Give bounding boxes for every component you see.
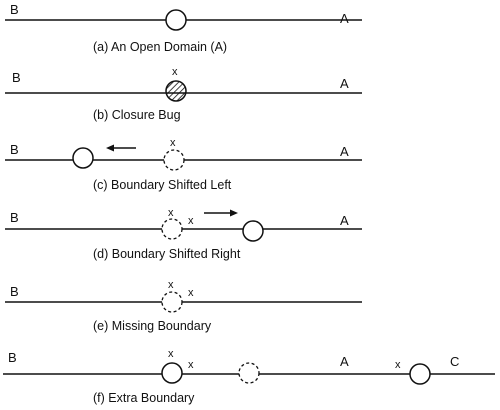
panel-f-extra-boundary-point xyxy=(409,363,431,385)
panel-b-right-label: A xyxy=(340,76,349,91)
panel-c-caption: (c) Boundary Shifted Left xyxy=(93,178,232,192)
panel-a-left-label: B xyxy=(10,2,19,17)
panel-c-original-boundary-point xyxy=(163,149,185,171)
panel-c-left-label: B xyxy=(10,142,19,157)
panel-f-right-label: C xyxy=(450,354,459,369)
panel-d-caption: (d) Boundary Shifted Right xyxy=(93,247,241,261)
panel-d-left-label: B xyxy=(10,210,19,225)
panel-e-x-marker-2: x xyxy=(188,287,194,299)
panel-c-arrow-left-icon xyxy=(106,144,114,152)
panel-b-caption: (b) Closure Bug xyxy=(93,108,181,122)
panel-a: B A (a) An Open Domain (A) xyxy=(5,2,362,54)
panel-e-caption: (e) Missing Boundary xyxy=(93,319,212,333)
panel-b-left-label: B xyxy=(12,70,21,85)
panel-f-left-label: B xyxy=(8,350,17,365)
panel-d: B A x x (d) Boundary Shifted Right xyxy=(5,207,362,261)
panel-c-shifted-boundary-point xyxy=(72,147,94,169)
panel-e-x-marker-1: x xyxy=(168,279,174,291)
panel-c-right-label: A xyxy=(340,144,349,159)
panel-f-boundary-point-1 xyxy=(161,362,183,384)
panel-a-caption: (a) An Open Domain (A) xyxy=(93,40,227,54)
panel-f-x-marker-3: x xyxy=(395,359,401,371)
panel-e-left-label: B xyxy=(10,284,19,299)
panel-b-closure-bug-point xyxy=(165,80,187,102)
panel-d-right-label: A xyxy=(340,213,349,228)
panel-b-x-marker: x xyxy=(172,66,178,78)
panel-f-mid-label: A xyxy=(340,354,349,369)
panel-f-x-marker-1: x xyxy=(168,348,174,360)
panel-d-x-marker-1: x xyxy=(168,207,174,219)
panel-b: B A x (b) Closure Bug xyxy=(5,66,362,122)
panel-a-right-label: A xyxy=(340,11,349,26)
panel-a-boundary-point xyxy=(165,9,187,31)
panel-d-original-boundary-point xyxy=(161,218,183,240)
panel-e-missing-boundary-point xyxy=(161,291,183,313)
panel-c: B A x (c) Boundary Shifted Left xyxy=(5,137,362,192)
panel-f-dashed-boundary-point xyxy=(238,362,260,384)
panel-d-arrow-right-icon xyxy=(230,209,238,217)
panel-e: B x x (e) Missing Boundary xyxy=(5,279,362,333)
panel-f-caption: (f) Extra Boundary xyxy=(93,391,195,405)
panel-f-x-marker-2: x xyxy=(188,359,194,371)
panel-f: B A C x x x (f) Extra Boundary xyxy=(3,348,495,405)
panel-c-x-marker: x xyxy=(170,137,176,149)
panel-d-shifted-boundary-point xyxy=(242,220,264,242)
panel-d-x-marker-2: x xyxy=(188,215,194,227)
